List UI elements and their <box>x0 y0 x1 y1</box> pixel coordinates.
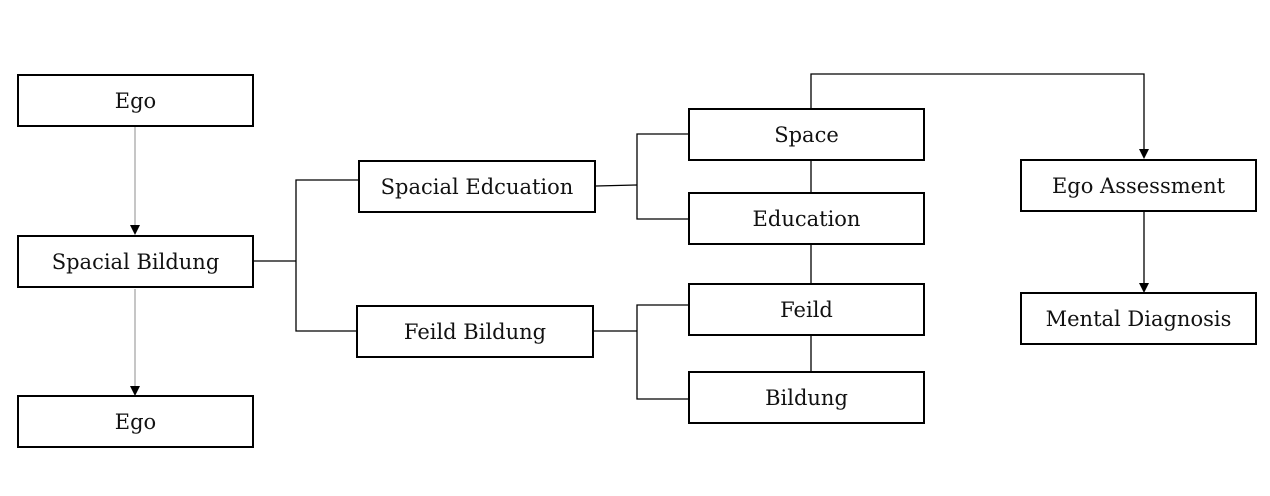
connector-to-space-education <box>636 133 688 220</box>
node-label: Space <box>774 122 839 147</box>
node-label: Ego Assessment <box>1051 173 1226 198</box>
connector-spacial-edcuation-branch <box>595 184 638 187</box>
connector-to-feild-bildung <box>636 304 688 400</box>
node-feild-bildung: Feild Bildung <box>356 305 594 358</box>
node-label: Education <box>752 206 861 231</box>
node-spacial-bildung: Spacial Bildung <box>17 235 254 288</box>
node-bildung: Bildung <box>688 371 925 424</box>
node-feild: Feild <box>688 283 925 336</box>
node-label: Spacial Bildung <box>51 249 220 274</box>
node-label: Feild Bildung <box>403 319 547 344</box>
node-spacial-edcuation: Spacial Edcuation <box>358 160 596 213</box>
node-mental-diagnosis: Mental Diagnosis <box>1020 292 1257 345</box>
node-ego-top: Ego <box>17 74 254 127</box>
node-space: Space <box>688 108 925 161</box>
node-label: Feild <box>780 297 833 322</box>
node-label: Spacial Edcuation <box>380 174 574 199</box>
node-label: Mental Diagnosis <box>1045 306 1232 331</box>
node-label: Ego <box>114 409 157 434</box>
node-ego-bottom: Ego <box>17 395 254 448</box>
node-education: Education <box>688 192 925 245</box>
connector-to-spacial-edcuation <box>295 179 360 332</box>
arrow-space-to-ego-assessment <box>810 73 1149 159</box>
node-label: Bildung <box>765 385 848 410</box>
node-label: Ego <box>114 88 157 113</box>
node-ego-assessment: Ego Assessment <box>1020 159 1257 212</box>
